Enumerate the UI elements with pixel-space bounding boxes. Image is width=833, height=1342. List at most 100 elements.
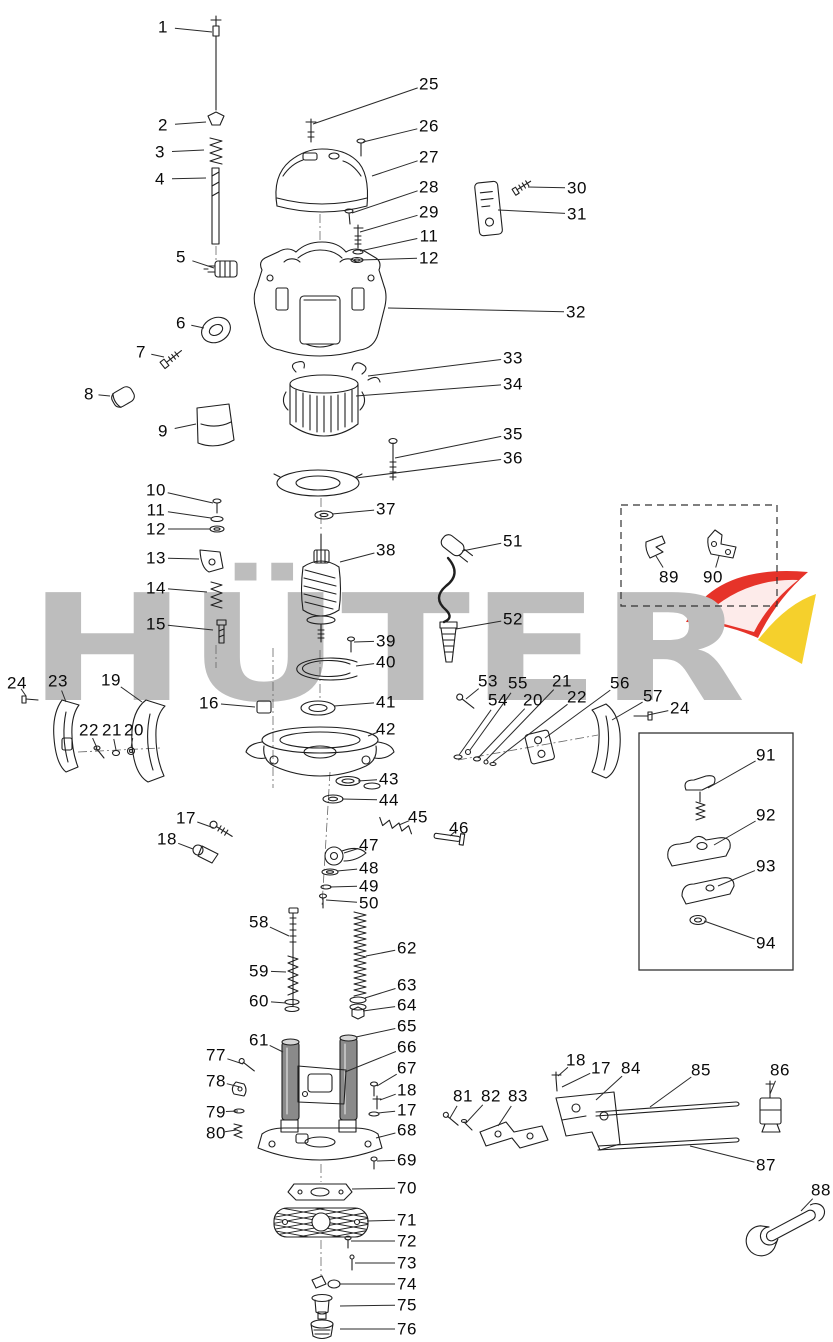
- part-33-field-leads: [291, 361, 381, 383]
- callout-24-16: 24: [7, 673, 27, 693]
- callout-11-29: 11: [419, 226, 439, 246]
- part-25-screw: [305, 118, 317, 143]
- callout-23-17: 23: [48, 671, 68, 691]
- watermark-yellow-ribbon: [758, 594, 816, 664]
- callout-81-88: 81: [453, 1086, 473, 1106]
- callout-69-76: 69: [397, 1150, 417, 1170]
- leader-lines: [20, 27, 814, 1330]
- callout-5-4: 5: [176, 247, 186, 267]
- callout-30-31: 30: [567, 178, 587, 198]
- callout-66-71: 66: [397, 1037, 417, 1057]
- callout-80-87: 80: [206, 1123, 226, 1143]
- callout-53-46: 53: [478, 671, 498, 691]
- part-16-block: [256, 700, 272, 714]
- callout-87-96: 87: [756, 1155, 776, 1175]
- part-6-lock-nut: [201, 316, 231, 344]
- callout-18-23: 18: [157, 829, 177, 849]
- part-71-base-plate: [273, 1207, 369, 1238]
- part-40-air-deflector: [296, 657, 358, 681]
- callout-46-58: 46: [449, 818, 469, 838]
- inset-box-dashed: [620, 504, 778, 607]
- callout-37-38: 37: [376, 499, 396, 519]
- part-64-nut: [351, 1006, 365, 1020]
- part-2-wing-nut: [207, 111, 225, 126]
- callout-31-32: 31: [567, 204, 587, 224]
- callout-15-14: 15: [146, 614, 166, 634]
- part-59-spring: [287, 955, 299, 996]
- callout-18-73: 18: [397, 1080, 417, 1100]
- part-76-collet-nut: [310, 1319, 334, 1340]
- callout-55-47: 55: [508, 673, 528, 693]
- callout-44-56: 44: [379, 790, 399, 810]
- callout-1-0: 1: [158, 17, 168, 37]
- callout-17-92: 17: [591, 1058, 611, 1078]
- callout-8-7: 8: [84, 384, 94, 404]
- part-66-carriage: [297, 1065, 347, 1105]
- part-43-washer: [335, 775, 381, 790]
- callout-41-44: 41: [376, 692, 396, 712]
- part-92-bracket: [667, 835, 731, 867]
- part-93-bracket: [681, 877, 735, 905]
- part-28-screw: [344, 208, 354, 225]
- callout-93-102: 93: [756, 856, 776, 876]
- callout-40-43: 40: [376, 652, 396, 672]
- part-67-screw: [369, 1081, 379, 1097]
- callout-58-63: 58: [249, 912, 269, 932]
- part-11-washer: [210, 515, 224, 523]
- callout-10-9: 10: [146, 480, 166, 500]
- callout-89-98: 89: [659, 567, 679, 587]
- part-83-rod-holder: [479, 1121, 549, 1149]
- part-24-screw-right: [633, 711, 653, 721]
- part-63-washers: [349, 996, 367, 1011]
- part-15-pin: [216, 619, 227, 644]
- part-23-handle: [53, 699, 80, 773]
- part-21-washer: [111, 749, 121, 757]
- callout-14-13: 14: [146, 578, 166, 598]
- callout-38-39: 38: [376, 540, 396, 560]
- part-88-wrench: [745, 1203, 826, 1257]
- callout-17-74: 17: [397, 1100, 417, 1120]
- part-81-screw: [442, 1111, 459, 1126]
- part-58-guide-screw: [288, 907, 299, 1007]
- callout-71-78: 71: [397, 1210, 417, 1230]
- callout-22-51: 22: [567, 687, 587, 707]
- part-29-screw: [353, 224, 364, 249]
- callout-63-68: 63: [397, 975, 417, 995]
- callout-33-34: 33: [503, 348, 523, 368]
- part-36-baffle: [273, 469, 363, 497]
- callout-3-2: 3: [155, 142, 165, 162]
- callout-85-94: 85: [691, 1060, 711, 1080]
- callout-21-20: 21: [102, 720, 122, 740]
- part-42-bearing-housing: [245, 726, 395, 777]
- callout-22-19: 22: [79, 720, 99, 740]
- callout-75-82: 75: [397, 1295, 417, 1315]
- inset-box-solid: [638, 732, 794, 971]
- part-18-screw-mid: [372, 1095, 382, 1110]
- part-4-depth-rod: [211, 167, 220, 245]
- callout-77-84: 77: [206, 1045, 226, 1065]
- part-22-screw: [93, 745, 105, 759]
- callout-20-21: 20: [124, 720, 144, 740]
- callout-60-65: 60: [249, 991, 269, 1011]
- callout-78-85: 78: [206, 1071, 226, 1091]
- callout-11-10: 11: [146, 500, 166, 520]
- part-7-screw: [159, 350, 183, 370]
- callout-45-57: 45: [408, 807, 428, 827]
- part-91-wing-screw: [684, 775, 716, 821]
- callout-27-26: 27: [419, 147, 439, 167]
- part-94-nut: [689, 914, 707, 926]
- part-53-screw: [456, 693, 475, 709]
- part-13-bracket: [199, 549, 224, 573]
- callout-18-91: 18: [566, 1050, 586, 1070]
- callout-42-45: 42: [376, 719, 396, 739]
- part-89-clip: [645, 535, 666, 559]
- callout-36-37: 36: [503, 448, 523, 468]
- callout-65-70: 65: [397, 1016, 417, 1036]
- part-75-spindle: [311, 1293, 333, 1320]
- part-85-guide-rod: [595, 1101, 740, 1117]
- callout-70-77: 70: [397, 1178, 417, 1198]
- part-73-pin: [349, 1254, 355, 1271]
